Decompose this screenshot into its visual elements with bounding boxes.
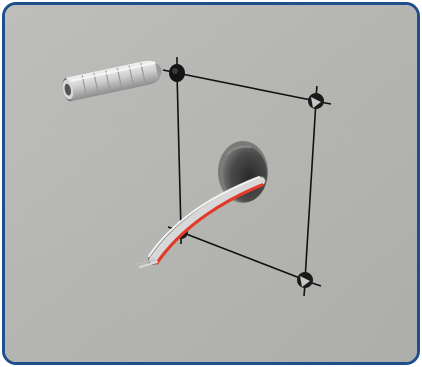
wall-illustration xyxy=(5,5,417,362)
illustration-frame xyxy=(2,2,420,365)
drill-mark-icon xyxy=(297,272,313,288)
drill-mark-icon xyxy=(169,64,185,82)
drill-mark-icon xyxy=(308,93,324,109)
